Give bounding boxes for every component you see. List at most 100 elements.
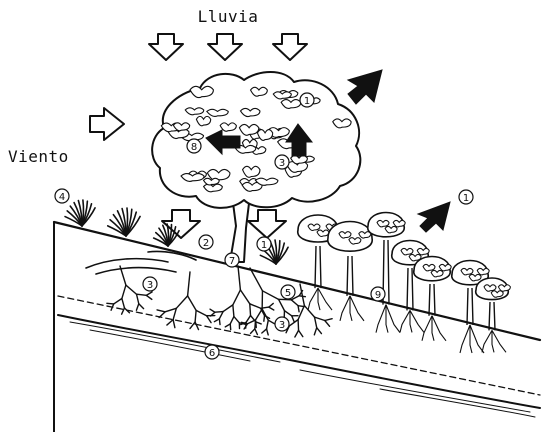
marker-6: 6 xyxy=(205,345,219,359)
root xyxy=(240,290,249,304)
marker-3-canopy: 3 xyxy=(275,155,289,169)
root xyxy=(279,299,285,310)
rain-label: Lluvia xyxy=(198,7,259,26)
small-tree-root xyxy=(422,316,432,341)
small-tree-trunk xyxy=(467,288,473,325)
root xyxy=(122,299,125,308)
rain-arrow-icon xyxy=(273,34,307,60)
root xyxy=(173,308,176,319)
marker-7-label: 7 xyxy=(229,256,235,267)
marker-8-label: 8 xyxy=(191,142,197,153)
small-tree-root xyxy=(318,288,332,310)
root xyxy=(173,320,175,328)
root xyxy=(137,294,147,295)
small-tree-root xyxy=(400,310,410,332)
marker-9-label: 9 xyxy=(375,290,381,301)
marker-9: 9 xyxy=(371,287,385,301)
root xyxy=(246,316,251,323)
marker-3-left: 3 xyxy=(143,277,157,291)
root xyxy=(126,285,137,294)
root xyxy=(188,272,190,296)
root xyxy=(255,329,258,335)
root xyxy=(214,319,219,322)
marker-1-right: 1 xyxy=(459,190,473,204)
root xyxy=(139,304,144,309)
root xyxy=(195,310,196,322)
marker-3-label: 3 xyxy=(279,320,285,331)
marker-2-label: 2 xyxy=(203,238,209,249)
root xyxy=(269,307,274,310)
stemflow-arrow-icon xyxy=(248,210,286,238)
root xyxy=(188,296,197,310)
root xyxy=(167,320,173,325)
root xyxy=(146,292,152,295)
root xyxy=(262,329,267,333)
root xyxy=(122,285,126,298)
root xyxy=(146,295,152,299)
root xyxy=(267,329,269,335)
small-tree-root xyxy=(492,330,506,352)
marker-1-label: 1 xyxy=(304,96,310,107)
marker-3-roots: 3 xyxy=(275,317,289,331)
root xyxy=(233,290,241,305)
small-tree-root xyxy=(432,316,446,341)
root xyxy=(255,320,256,329)
wind-arrow-icon xyxy=(90,108,124,140)
root xyxy=(325,321,330,327)
root-systems xyxy=(107,266,332,337)
root xyxy=(295,330,299,337)
root xyxy=(225,324,230,327)
marker-5: 5 xyxy=(281,285,295,299)
small-tree-trunk xyxy=(347,256,353,296)
root xyxy=(250,304,251,316)
evaporation-arrow-icon xyxy=(348,70,382,104)
root xyxy=(314,328,316,335)
root xyxy=(136,304,138,310)
root xyxy=(196,310,206,315)
small-tree-root xyxy=(386,305,400,333)
root xyxy=(304,306,314,318)
root xyxy=(114,299,122,304)
rain-arrow-icon xyxy=(149,34,183,60)
small-tree-root xyxy=(410,310,424,332)
small-tree-trunk xyxy=(489,302,495,330)
small-trees xyxy=(298,213,511,354)
root xyxy=(267,320,269,329)
root xyxy=(219,319,220,325)
marker-5-label: 5 xyxy=(285,288,291,299)
marker-4: 4 xyxy=(55,189,69,203)
root xyxy=(176,296,187,308)
root xyxy=(137,294,139,304)
root xyxy=(207,316,211,323)
root xyxy=(315,317,317,328)
marker-4-label: 4 xyxy=(59,192,65,203)
root xyxy=(234,317,239,323)
small-tree-root xyxy=(350,296,364,321)
root xyxy=(284,311,291,316)
root xyxy=(298,306,299,312)
marker-1-label: 1 xyxy=(463,193,469,204)
marker-8: 8 xyxy=(187,139,201,153)
marker-1-canopy: 1 xyxy=(300,93,314,107)
terrain xyxy=(54,222,540,432)
bedrock-hatch-2 xyxy=(300,370,530,412)
small-tree-trunk xyxy=(429,284,435,316)
root xyxy=(107,303,114,304)
small-tree-trunk xyxy=(407,268,413,310)
root xyxy=(210,309,215,312)
small-tree-root xyxy=(340,296,350,321)
root xyxy=(219,312,223,319)
marker-1-ground: 1 xyxy=(257,237,271,251)
root xyxy=(248,320,256,324)
root xyxy=(195,322,198,329)
root xyxy=(238,266,240,290)
root xyxy=(299,330,303,336)
small-tree-root xyxy=(460,325,470,353)
root xyxy=(233,305,234,317)
evaporation-arrow-icon xyxy=(418,202,450,232)
marker-2: 2 xyxy=(199,235,213,249)
small-tree-root xyxy=(470,325,484,353)
marker-3-label: 3 xyxy=(279,158,285,169)
evaporation-arrows xyxy=(348,70,450,232)
